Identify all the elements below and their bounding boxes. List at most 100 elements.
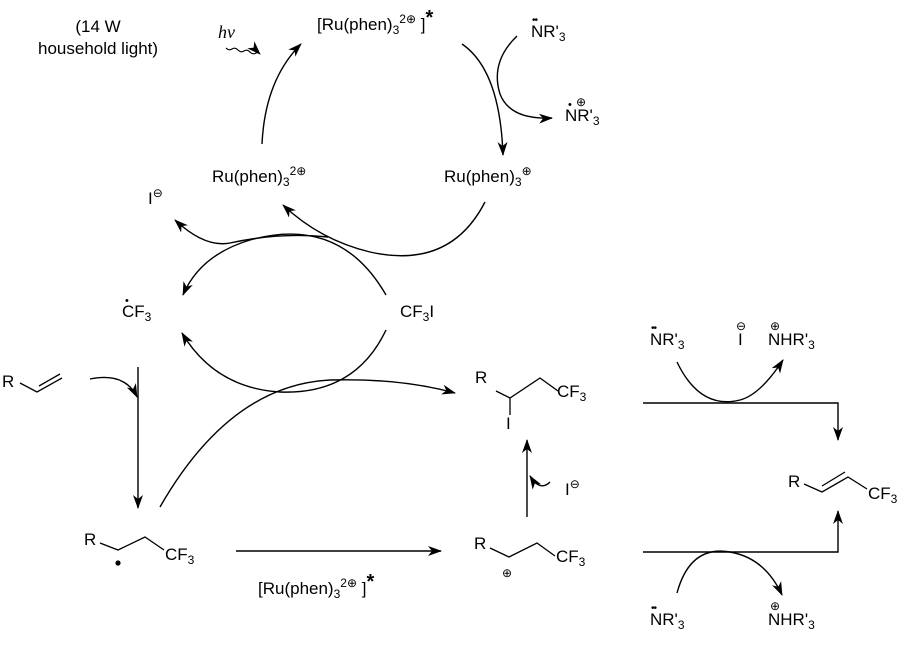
formula-fragment: 3 xyxy=(187,553,195,567)
lower-elimination-arrow xyxy=(643,510,843,553)
catalyst-reduced-state: Ru(phen)3⊕ xyxy=(444,161,532,192)
cf3-radical: CF3 xyxy=(122,291,152,327)
formula-fragment: C xyxy=(122,291,134,322)
upper-deprotonation-arrow xyxy=(676,359,784,403)
alkene-substituent: R xyxy=(2,372,15,391)
formula-fragment: ⊕ xyxy=(521,164,532,178)
amine-oxidation-arrow xyxy=(496,35,553,124)
formula-fragment: 2⊕ xyxy=(289,164,307,178)
iodide-attack-arrow xyxy=(529,475,551,490)
formula-fragment: Ru(phen) xyxy=(444,167,515,186)
formula-fragment: [Ru(phen) xyxy=(258,579,334,598)
formula-fragment: ⊖ xyxy=(736,319,747,333)
formula-fragment: F xyxy=(134,302,145,321)
quench-arrow xyxy=(461,43,508,156)
formula-fragment: N xyxy=(650,599,662,630)
formula-fragment: 3 xyxy=(333,587,341,601)
formula-fragment: ⊕ xyxy=(576,95,587,109)
cf3i-reduction-arrow xyxy=(182,233,387,296)
catalyst-ground-state: Ru(phen)32⊕ xyxy=(212,161,306,192)
cation-adduct-r: R xyxy=(474,534,487,553)
formula-fragment: R' xyxy=(662,330,678,349)
iodo-adduct-cf3: CF3 xyxy=(557,382,586,407)
formula-fragment: N xyxy=(768,610,781,629)
excited-catalyst: [Ru(phen)32⊕ ]* xyxy=(317,8,433,40)
formula-fragment: Ru(phen) xyxy=(212,167,283,186)
iodo-adduct-r: R xyxy=(475,368,488,387)
radical-dot xyxy=(115,560,121,566)
radical-adduct-r: R xyxy=(84,530,97,549)
hv-wavy-arrow xyxy=(225,41,261,55)
formula-fragment: I xyxy=(429,302,435,321)
iodide-nucleophile: I⊖ xyxy=(565,474,580,500)
formula-fragment: I xyxy=(738,330,743,349)
iodine-transfer-arrow xyxy=(159,379,456,508)
amine-top: NR'3 xyxy=(531,11,566,47)
iodide-byproduct: I⊖ xyxy=(148,183,163,209)
formula-fragment: ] xyxy=(357,579,367,598)
formula-fragment: 3 xyxy=(514,175,522,189)
formula-fragment: ⊖ xyxy=(152,186,163,200)
lower-deprotonation-arrow xyxy=(676,550,783,596)
formula-fragment: 3 xyxy=(558,30,566,44)
formula-fragment: * xyxy=(425,7,434,29)
formula-fragment: 3 xyxy=(890,492,898,506)
formula-fragment: 3 xyxy=(592,114,600,128)
light-source-note: (14 W household light) xyxy=(38,16,158,60)
formula-fragment: 3 xyxy=(578,555,586,569)
radical-adduct-cf3: CF3 xyxy=(165,545,194,570)
light-note-line2: household light) xyxy=(38,39,159,58)
iodide-counterion: I ⊖ xyxy=(736,319,746,350)
formula-fragment: 3 xyxy=(677,338,685,352)
amine-base-bottom: NR'3 xyxy=(650,599,685,635)
ammonium-top: NHR'3 ⊕ xyxy=(768,319,815,355)
oxidant-label: [Ru(phen)32⊕ ]* xyxy=(258,572,374,604)
catalyst-regeneration-arrow xyxy=(282,201,486,257)
amine-radical-cation: NR'3 ⊕ xyxy=(565,95,600,131)
formula-fragment: ⊕ xyxy=(770,599,781,613)
alkene-addition-arrow xyxy=(89,376,138,398)
formula-fragment: N xyxy=(531,11,543,42)
product-r: R xyxy=(788,472,801,491)
cf3i-reagent: CF3I xyxy=(400,302,434,327)
iodide-release-arrow xyxy=(174,219,329,245)
formula-fragment: 3 xyxy=(422,310,430,324)
formula-fragment: 3 xyxy=(677,618,685,632)
cf3-regeneration-arrow xyxy=(181,329,387,393)
formula-fragment: CF xyxy=(556,547,579,566)
formula-fragment: CF xyxy=(165,545,188,564)
formula-fragment: ] xyxy=(416,15,426,34)
product-bonds xyxy=(803,476,868,493)
formula-fragment: N xyxy=(650,319,662,350)
cation-adduct-bonds xyxy=(489,542,556,558)
formula-fragment: R' xyxy=(543,22,559,41)
cation-adduct-charge: ⊕ xyxy=(502,566,513,580)
formula-fragment: 3 xyxy=(144,310,152,324)
iodo-adduct-bonds xyxy=(495,377,559,399)
formula-fragment: I xyxy=(148,189,153,208)
upper-elimination-arrow xyxy=(643,402,843,441)
formula-fragment: 3 xyxy=(808,618,815,632)
formula-fragment: CF xyxy=(557,382,580,401)
formula-fragment: HR' xyxy=(780,330,809,349)
formula-fragment: ⊕ xyxy=(770,319,781,333)
formula-fragment: 3 xyxy=(392,23,400,37)
formula-fragment: R' xyxy=(662,610,678,629)
formula-fragment: N xyxy=(768,330,781,349)
product-cf3: CF3 xyxy=(868,484,897,509)
formula-fragment: CF xyxy=(868,484,891,503)
formula-fragment: R' xyxy=(577,106,593,125)
formula-fragment: [Ru(phen) xyxy=(317,15,393,34)
hv-label: hν xyxy=(218,22,235,42)
formula-fragment: I xyxy=(565,480,570,499)
formula-fragment: 2⊕ xyxy=(340,576,358,590)
formula-fragment: 3 xyxy=(808,338,815,352)
ammonium-bottom: NHR'3 ⊕ xyxy=(768,599,815,635)
alkene-bonds xyxy=(19,377,63,393)
formula-fragment: 3 xyxy=(579,390,587,404)
formula-fragment: 3 xyxy=(282,175,290,189)
formula-fragment: * xyxy=(366,571,375,593)
iodo-adduct-i: I xyxy=(506,414,511,433)
